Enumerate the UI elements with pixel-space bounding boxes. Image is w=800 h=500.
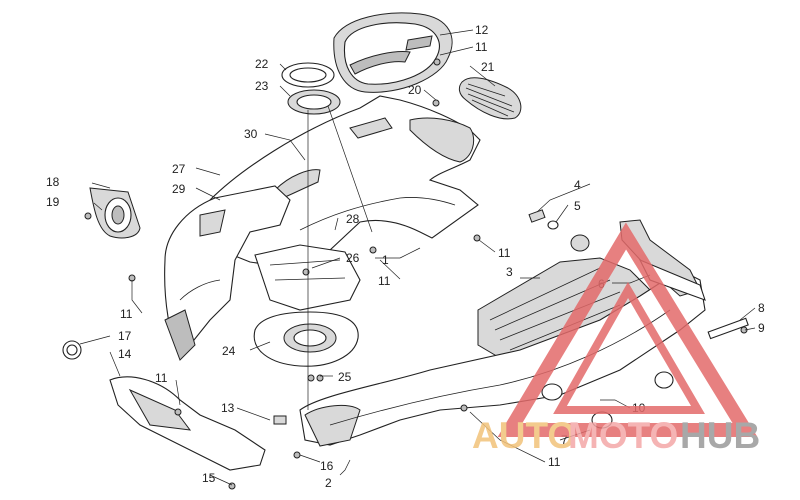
- part-clip-13: [273, 415, 287, 425]
- part-clip-9: [740, 326, 748, 334]
- part-ring-22: [281, 62, 335, 88]
- callout-1: 1: [382, 253, 389, 267]
- part-center-tray: [253, 311, 359, 367]
- part-inner-panel: [254, 244, 361, 311]
- callout-5: 5: [574, 199, 581, 213]
- callout-19: 19: [46, 195, 60, 209]
- callout-11-e: 11: [155, 371, 168, 385]
- callout-26: 26: [346, 251, 360, 265]
- callout-14: 14: [118, 347, 132, 361]
- callout-30: 30: [244, 127, 258, 141]
- part-screws: [84, 58, 481, 490]
- callout-12: 12: [475, 23, 489, 37]
- callout-13: 13: [221, 401, 235, 415]
- callout-9: 9: [758, 321, 765, 335]
- part-small-ring: [62, 340, 82, 360]
- callout-11-b: 11: [378, 274, 391, 288]
- callout-25: 25: [338, 370, 352, 384]
- callout-20: 20: [408, 83, 422, 97]
- callout-15: 15: [202, 471, 216, 485]
- callout-11-f: 11: [548, 455, 561, 469]
- part-lower-frame: [299, 269, 706, 447]
- callout-11-a: 11: [475, 40, 488, 54]
- part-pin-8: [707, 317, 749, 340]
- callout-8: 8: [758, 301, 765, 315]
- callout-17: 17: [118, 329, 132, 343]
- part-upper-pod-cover: [333, 12, 453, 93]
- callout-21: 21: [481, 60, 495, 74]
- callout-28: 28: [346, 212, 360, 226]
- callout-2: 2: [325, 476, 332, 490]
- watermark-auto: AUTO: [472, 415, 576, 456]
- watermark-moto: MOTO: [568, 415, 678, 456]
- callout-27: 27: [172, 162, 186, 176]
- callout-22: 22: [255, 57, 269, 71]
- watermark: AUTO MOTO HUB: [472, 222, 760, 456]
- callout-3: 3: [506, 265, 513, 279]
- callout-18: 18: [46, 175, 60, 189]
- part-dash-panel: [209, 95, 481, 269]
- callout-23: 23: [255, 79, 269, 93]
- callout-4: 4: [574, 178, 581, 192]
- part-side-cup: [89, 187, 141, 239]
- watermark-triangle-inner: [553, 281, 705, 414]
- part-right-bracket: [619, 219, 706, 301]
- part-washer-5: [547, 220, 559, 230]
- watermark-hub: HUB: [680, 415, 760, 456]
- part-ring-23: [287, 89, 341, 115]
- part-left-side-shroud: [164, 185, 291, 361]
- watermark-triangle-outer: [497, 222, 758, 437]
- callout-7: 7: [561, 433, 568, 447]
- leader-lines: [79, 29, 756, 486]
- part-vent-grille: [458, 77, 522, 120]
- callout-24: 24: [222, 344, 236, 358]
- callout-29: 29: [172, 182, 186, 196]
- part-grommet: [570, 234, 590, 252]
- part-lower-bumper: [109, 376, 266, 471]
- callout-16: 16: [320, 459, 334, 473]
- part-bolt-4: [528, 209, 546, 223]
- callout-11-c: 11: [498, 246, 511, 260]
- callout-11-d: 11: [120, 307, 133, 321]
